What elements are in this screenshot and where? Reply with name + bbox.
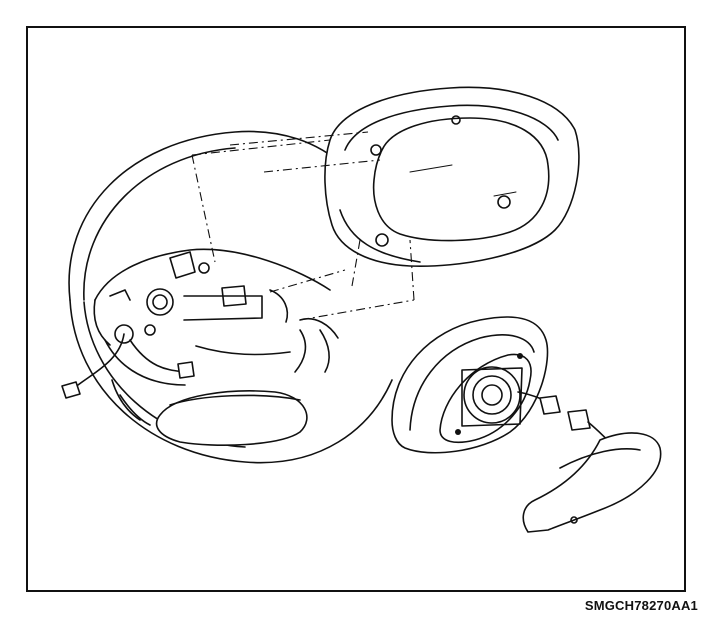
cover-shell-fragment [522,432,662,533]
airbag-module-removed [391,316,611,454]
airbag-cover-exploded [324,86,580,267]
alignment-lines [191,131,415,321]
diagram-reference-code: SMGCH78270AA1 [584,598,698,613]
